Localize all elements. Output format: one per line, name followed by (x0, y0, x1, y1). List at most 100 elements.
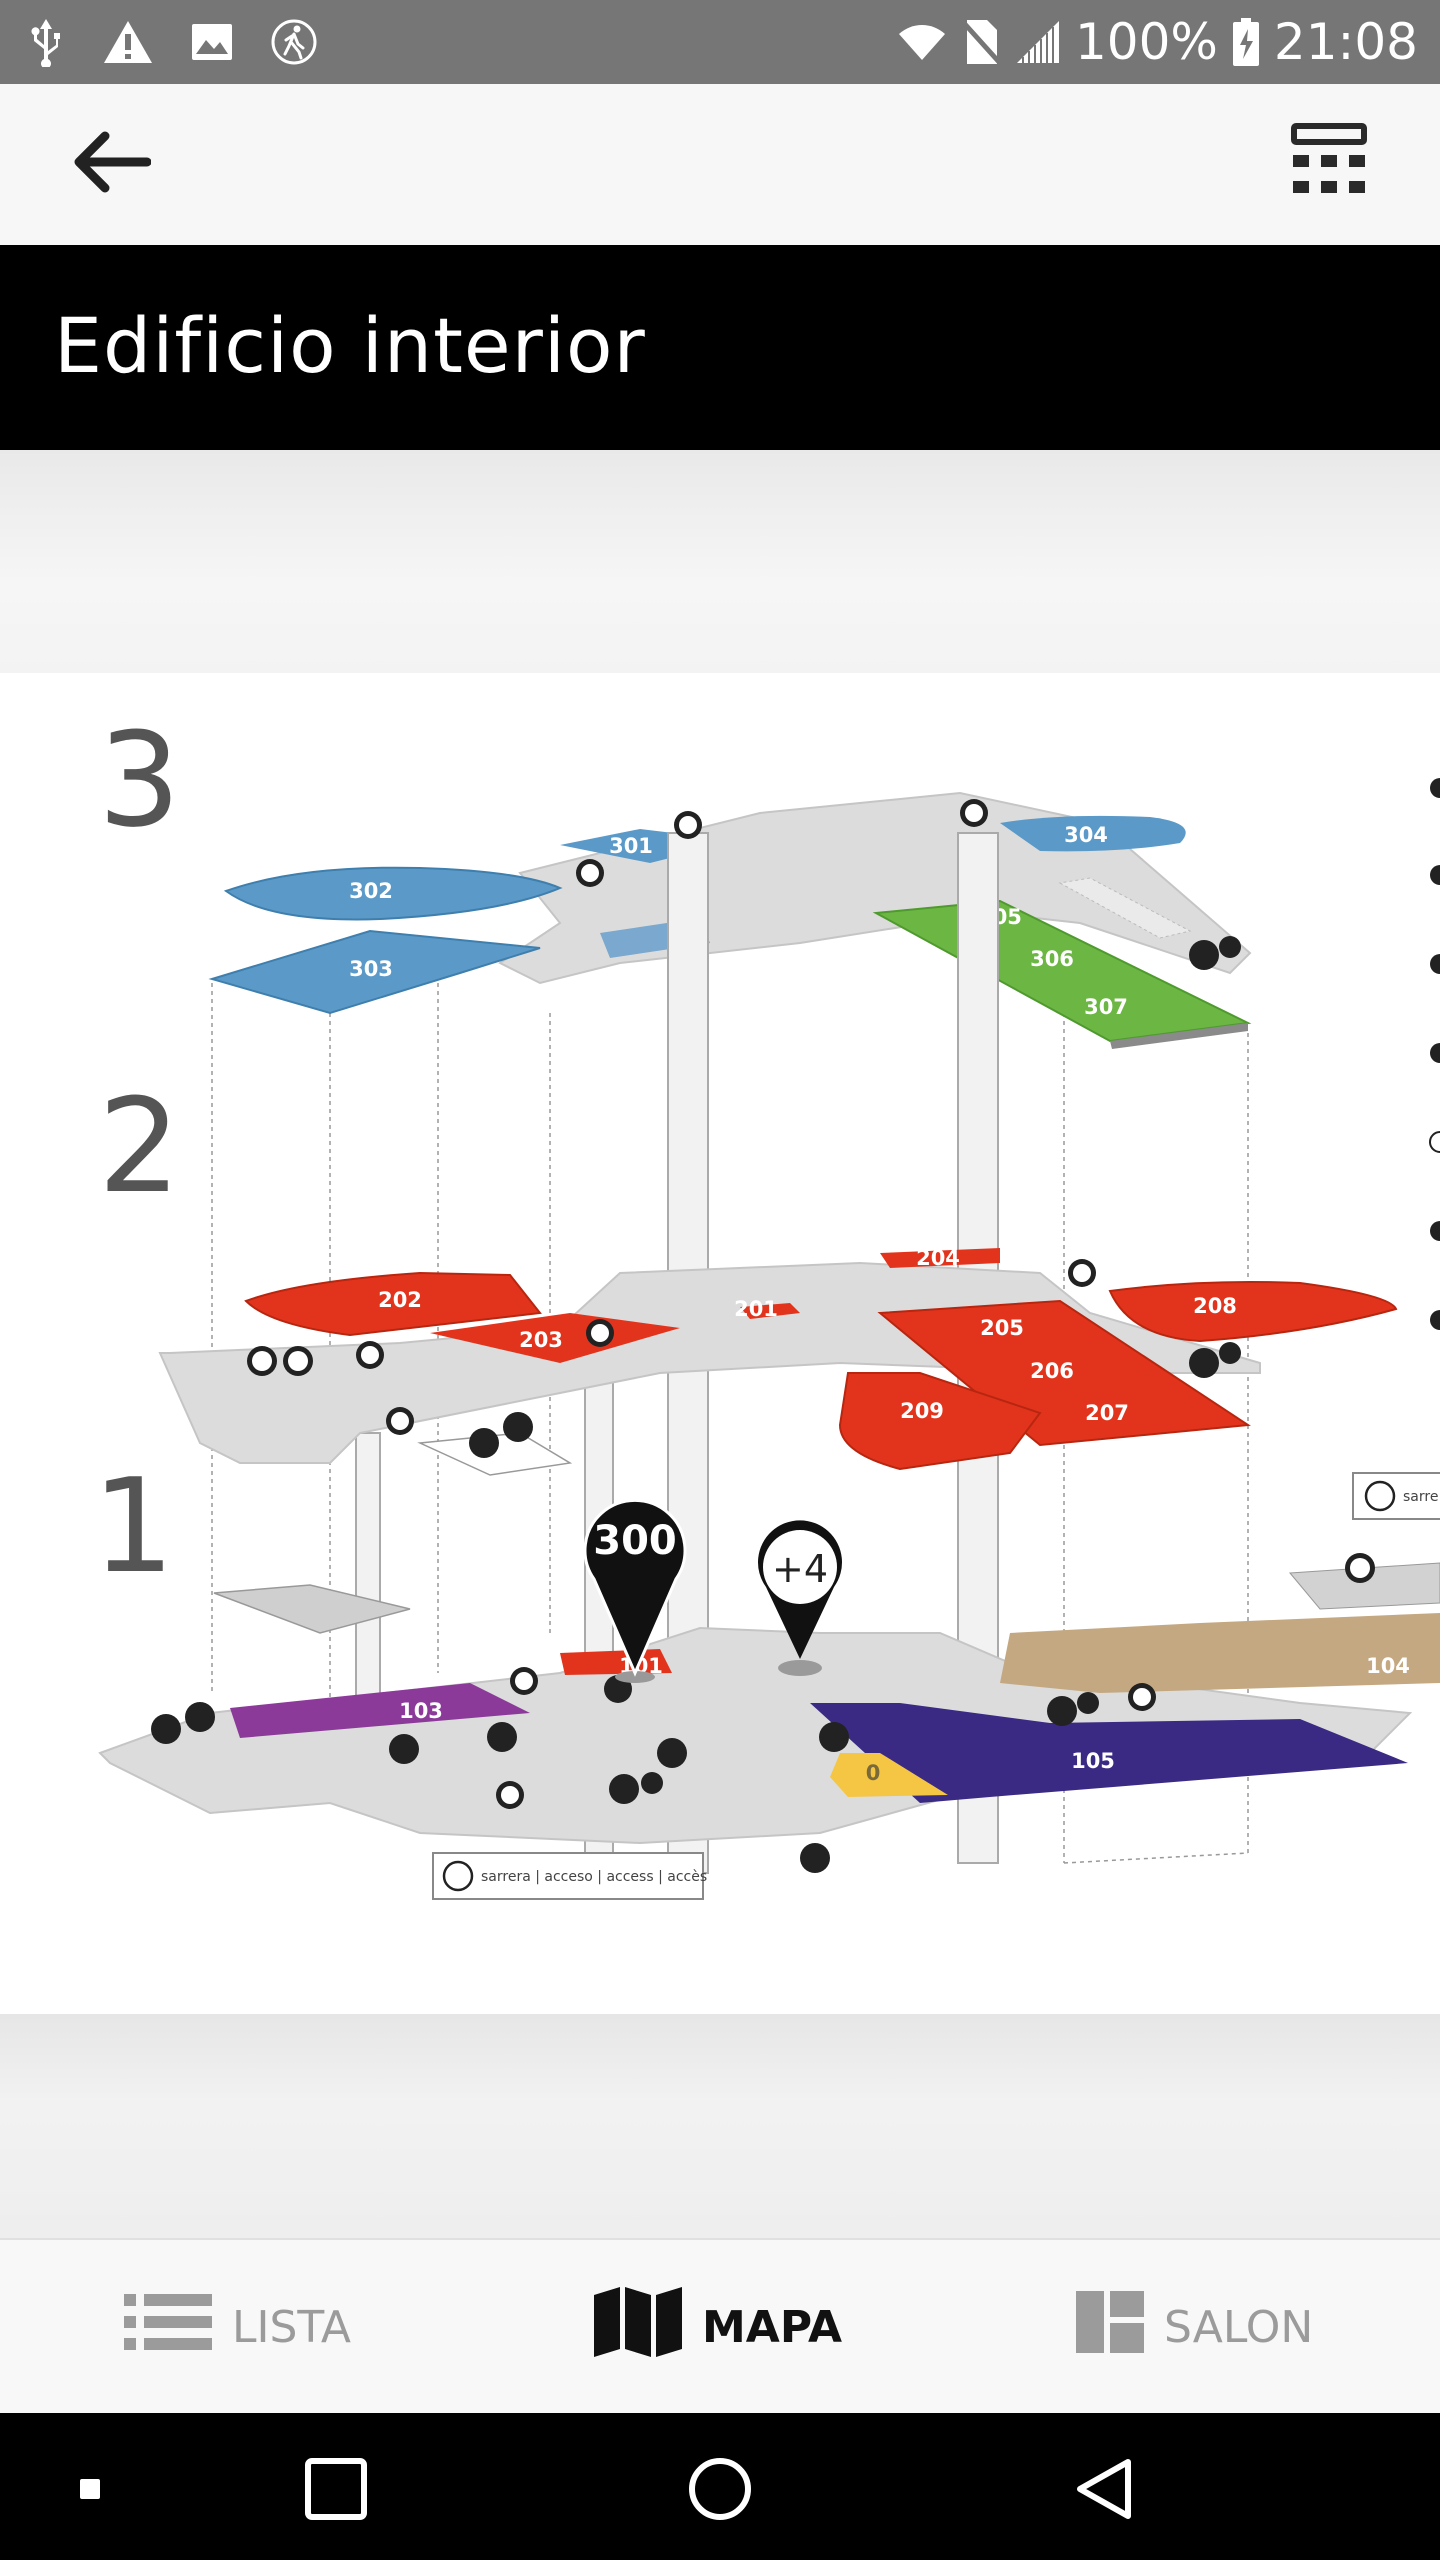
entrance-legend-right: sarre (1352, 1472, 1440, 1520)
status-bar: 100% 21:08 (0, 0, 1440, 84)
floor-3: 301 302 303 304 305 306 307 (208, 791, 1252, 1049)
seating-icon (510, 1667, 538, 1695)
dashboard-icon (1074, 2289, 1146, 2366)
room-304: 304 (1064, 823, 1108, 847)
room-202: 202 (378, 1288, 422, 1312)
seating-icon (1128, 1683, 1156, 1711)
floor-number-1: 1 (92, 1450, 175, 1602)
floor-1: 101 103 104 105 0 (98, 1562, 1440, 1845)
wifi-icon (897, 22, 947, 62)
grid-menu-icon (1291, 122, 1367, 208)
accessible-icon (185, 1702, 215, 1732)
elevator-icon (356, 1341, 384, 1369)
floor-map-drawing: 3 2 1 (92, 704, 1440, 1900)
cafe-icon (283, 1346, 313, 1376)
no-sim-icon (961, 18, 1001, 66)
title-band: Edificio interior (0, 245, 1440, 450)
accessible-icon (1077, 1692, 1099, 1714)
room-302: 302 (349, 879, 393, 903)
accessible-icon (469, 1428, 499, 1458)
room-104: 104 (1366, 1654, 1410, 1678)
elevator-icon (960, 799, 988, 827)
small-square-button[interactable] (50, 2451, 130, 2531)
clock: 21:08 (1273, 13, 1418, 71)
room-307: 307 (1084, 995, 1128, 1019)
map-bottom-spacer (0, 2014, 1440, 2238)
down-arrow-icon (151, 1714, 181, 1744)
map-top-spacer (0, 450, 1440, 673)
floor-number-3: 3 (98, 704, 181, 856)
warning-icon (102, 19, 154, 65)
accessible-icon (641, 1772, 663, 1794)
tab-mapa[interactable]: MAPA (592, 2240, 842, 2415)
map-icon (592, 2285, 684, 2370)
back-button[interactable] (66, 124, 156, 204)
tab-salon[interactable]: SALON (1074, 2240, 1313, 2415)
escalator-icon (389, 1734, 419, 1764)
walking-icon (270, 18, 318, 66)
seating-icon (576, 859, 604, 887)
floor-2: 201 202 203 204 205 206 207 208 209 (158, 1246, 1398, 1476)
floor-map[interactable]: 3 2 1 (0, 673, 1440, 2014)
escalator-icon (819, 1722, 849, 1752)
restroom-icon (609, 1774, 639, 1804)
restroom-icon (1047, 1696, 1077, 1726)
facility-icons (151, 778, 1440, 1873)
entrance-legend-text: sarrera | acceso | access | accès (481, 1869, 707, 1885)
restaurant-icon (247, 1346, 277, 1376)
room-303: 303 (349, 957, 393, 981)
bottom-tab-bar: LISTA MAPA SALON (0, 2238, 1440, 2413)
entrance-legend-right-text: sarre (1403, 1489, 1438, 1505)
room-103: 103 (399, 1699, 443, 1723)
recent-apps-icon (304, 2457, 368, 2526)
home-icon (687, 2456, 753, 2527)
room-306: 306 (1030, 947, 1074, 971)
room-209: 209 (900, 1399, 944, 1423)
up-arrow-icon (800, 1843, 830, 1873)
grid-menu-button[interactable] (1284, 120, 1374, 210)
map-pin-plus4[interactable]: +4 (757, 1520, 842, 1676)
app-bar (0, 84, 1440, 245)
tab-mapa-label: MAPA (702, 2302, 843, 2353)
restroom-icon (1189, 940, 1219, 970)
room-301: 301 (609, 834, 653, 858)
atm-icon (496, 1781, 524, 1809)
room-206: 206 (1030, 1359, 1074, 1383)
entrance-legend: sarrera | acceso | access | accès (432, 1852, 707, 1900)
room-203: 203 (519, 1328, 563, 1352)
system-nav-bar (0, 2413, 1440, 2560)
battery-charging-icon (1232, 17, 1260, 67)
info-icon (657, 1738, 687, 1768)
tab-lista[interactable]: LISTA (122, 2240, 351, 2415)
recent-apps-button[interactable] (296, 2451, 376, 2531)
small-square-icon (78, 2477, 102, 2506)
room-201: 201 (734, 1297, 778, 1321)
restroom-icon (1189, 1348, 1219, 1378)
accessible-icon (1219, 1342, 1241, 1364)
room-204: 204 (916, 1246, 960, 1270)
back-nav-button[interactable] (1064, 2451, 1144, 2531)
room-208: 208 (1193, 1294, 1237, 1318)
usb-icon (26, 17, 66, 67)
seating-icon (1068, 1259, 1096, 1287)
room-0: 0 (866, 1761, 881, 1785)
up-arrow-icon (503, 1412, 533, 1442)
room-105: 105 (1071, 1749, 1115, 1773)
map-pin-300[interactable]: 300 (583, 1498, 687, 1683)
signal-icon (1015, 19, 1061, 65)
map-pin-plus4-label: +4 (772, 1547, 828, 1591)
arrow-left-icon (71, 130, 152, 199)
elevator-icon (674, 811, 702, 839)
map-pin-300-label: 300 (593, 1518, 677, 1564)
elevator-icon (386, 1407, 414, 1435)
elevator-icon (586, 1319, 614, 1347)
tab-lista-label: LISTA (232, 2302, 351, 2353)
page-title: Edificio interior (54, 301, 646, 390)
room-207: 207 (1085, 1401, 1129, 1425)
cloakroom-icon (487, 1722, 517, 1752)
home-button[interactable] (680, 2451, 760, 2531)
back-triangle-icon (1072, 2456, 1136, 2527)
restaurant-icon (1345, 1553, 1375, 1583)
room-205: 205 (980, 1316, 1024, 1340)
accessible-icon (1219, 936, 1241, 958)
